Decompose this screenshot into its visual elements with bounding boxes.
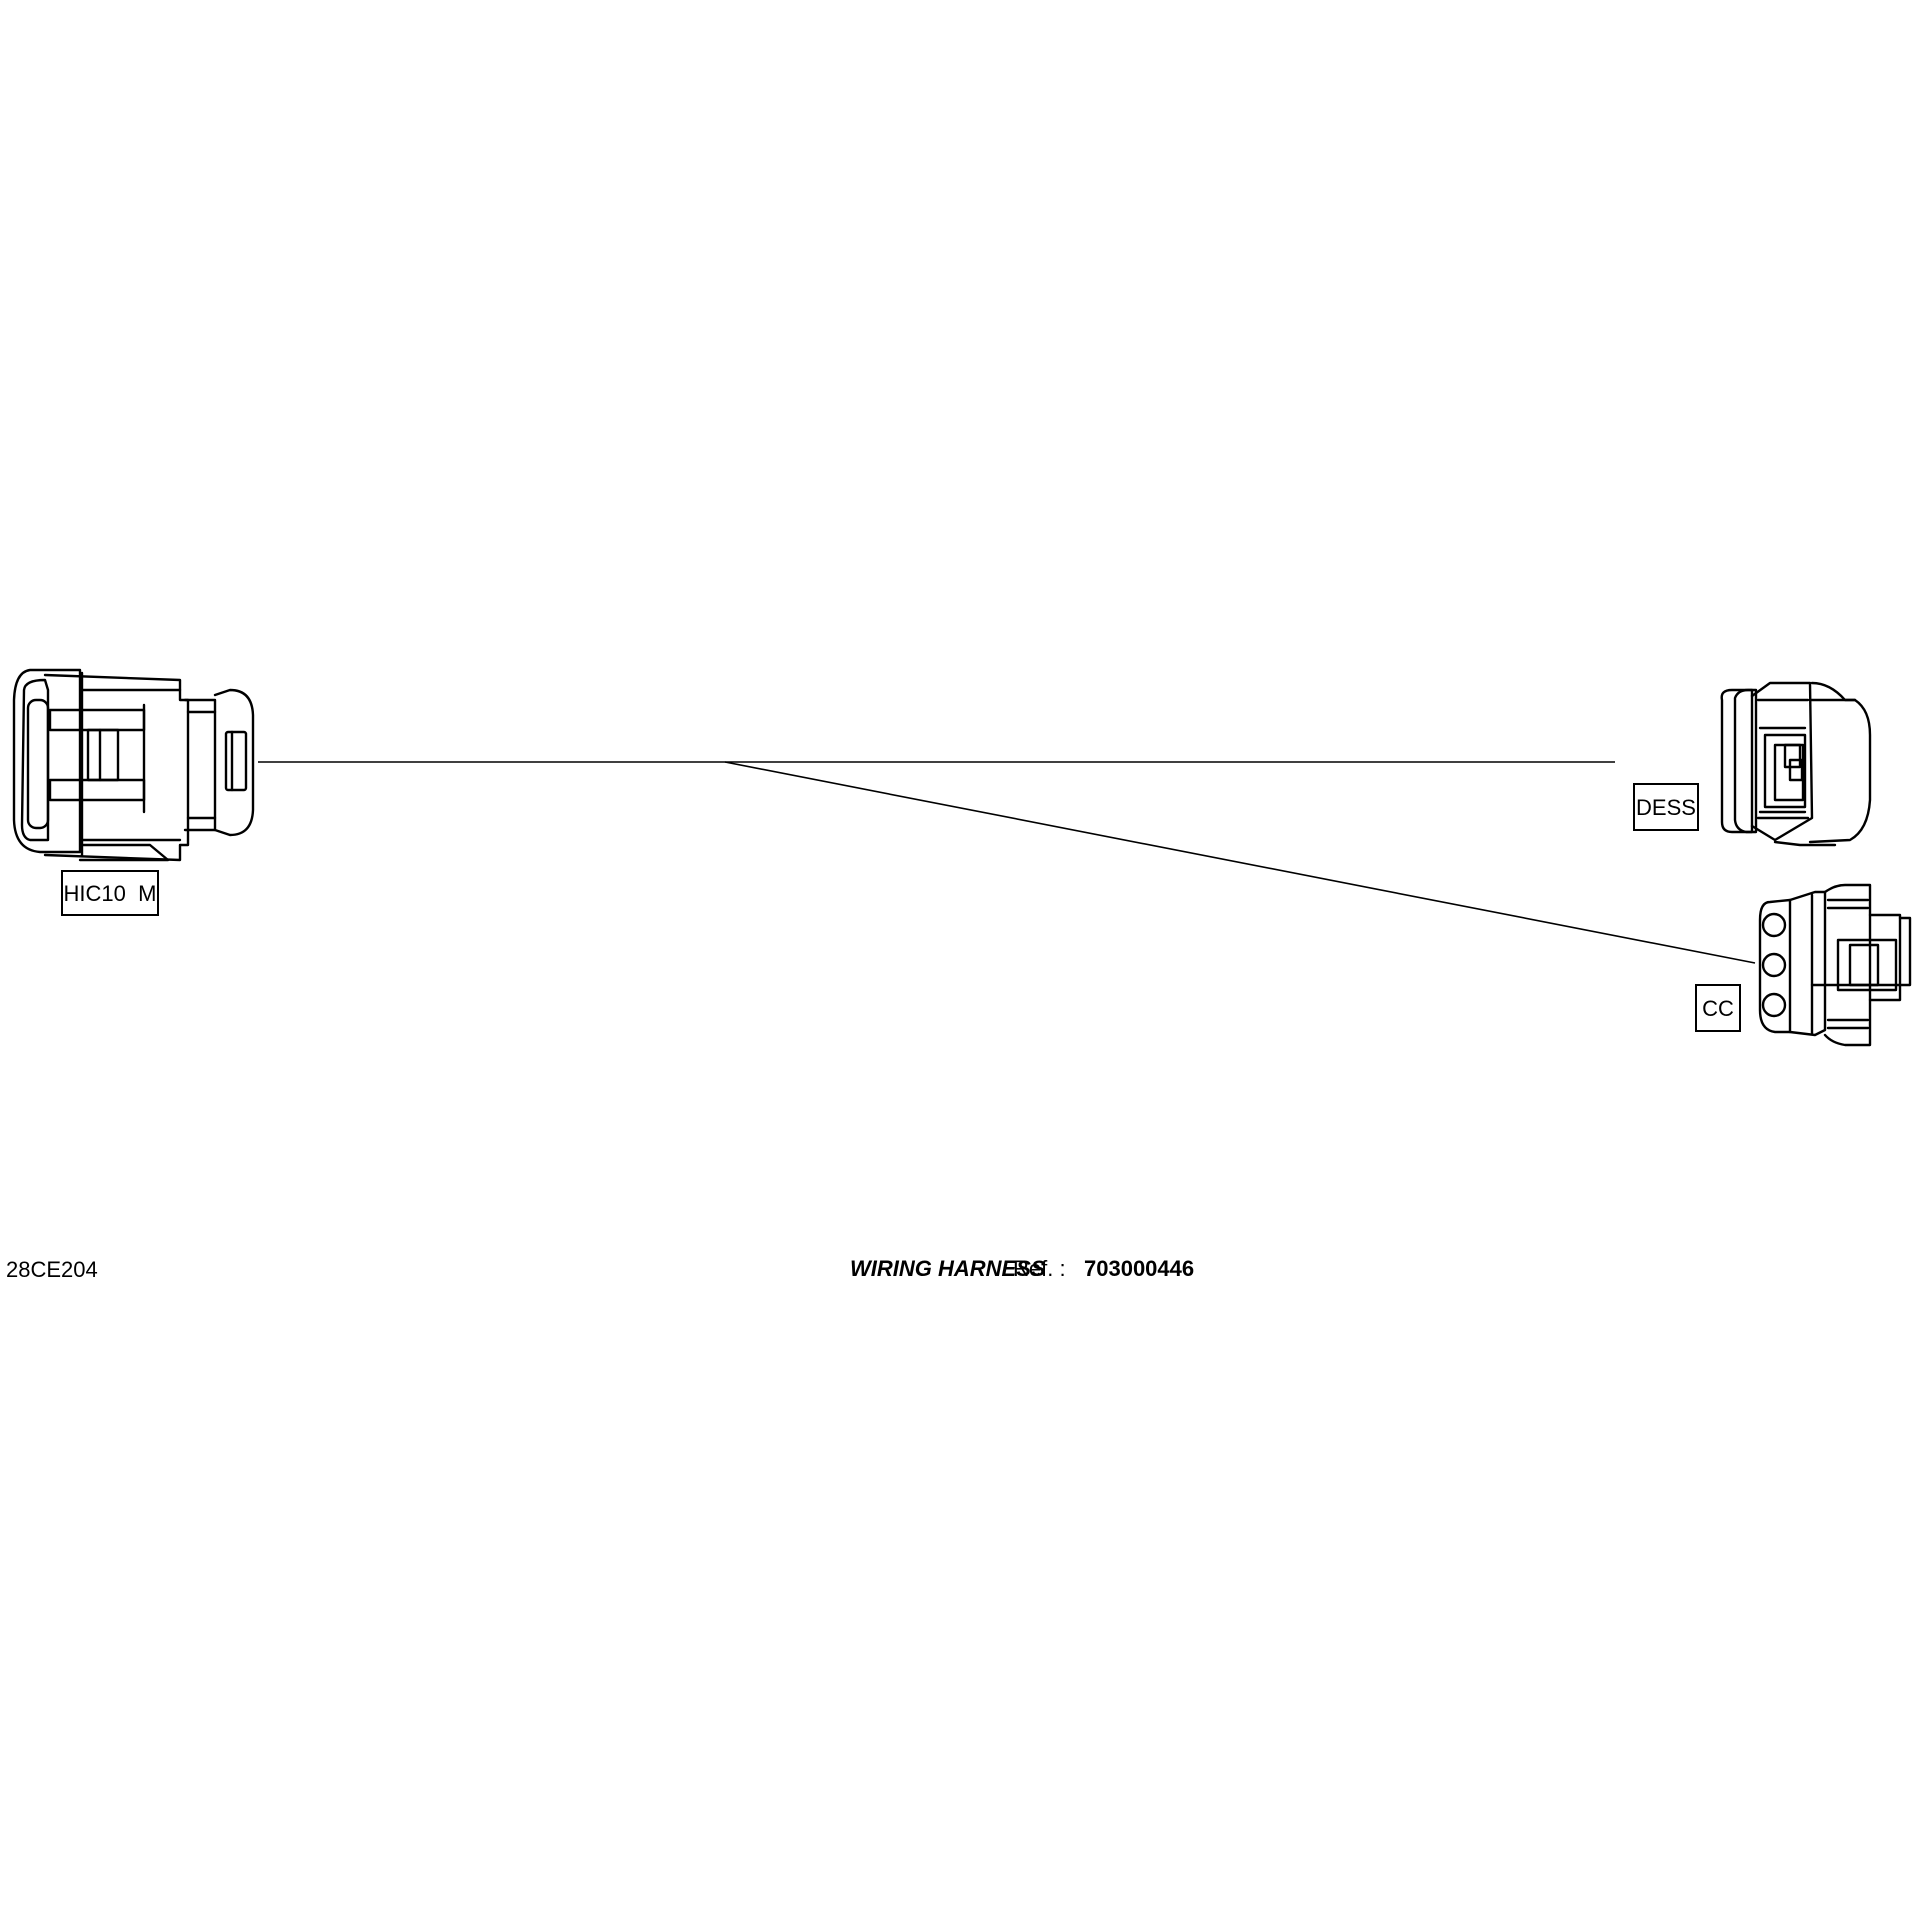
wire-branch-cc bbox=[724, 761, 1756, 964]
connector-dess bbox=[1720, 681, 1872, 847]
label-cc-text: CC bbox=[1702, 996, 1734, 1021]
title-ref-number: 703000446 bbox=[1084, 1256, 1194, 1281]
label-dess-text: DESS bbox=[1636, 795, 1696, 820]
label-cc: CC bbox=[1695, 984, 1741, 1032]
connector-hic10-m bbox=[12, 668, 255, 862]
connector-cc bbox=[1758, 883, 1912, 1047]
title-block: WIRING HARNESS Ref. : 703000446 bbox=[850, 1256, 1194, 1281]
title-name: WIRING HARNESS bbox=[850, 1256, 1046, 1281]
label-dess: DESS bbox=[1633, 783, 1699, 831]
drawing-id: 28CE204 bbox=[6, 1257, 98, 1282]
label-hic10-m-text: HIC10 M bbox=[64, 881, 157, 906]
label-hic10-m: HIC10 M bbox=[61, 870, 159, 916]
wire-harness bbox=[258, 761, 1756, 964]
title-ref-label: Ref. : bbox=[1013, 1256, 1066, 1281]
